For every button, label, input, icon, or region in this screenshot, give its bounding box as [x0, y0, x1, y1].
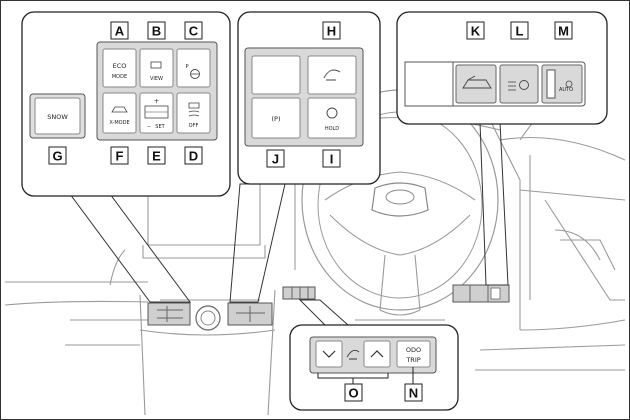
set-plus-label: + [154, 97, 159, 105]
callout-tag-j [266, 149, 285, 168]
camera-icon [150, 61, 162, 69]
callout-g-text: G [52, 149, 62, 164]
up-button [363, 340, 391, 368]
parking-p-label: P [185, 64, 188, 70]
chevron-down-icon [322, 350, 336, 358]
callout-tag-i [322, 149, 341, 168]
callout-tag-e [147, 146, 166, 165]
callout-tag-a [110, 21, 129, 40]
callout-i-text: I [330, 152, 334, 167]
door-button [455, 64, 497, 104]
callout-tag-f [110, 146, 129, 165]
x-mode-button [102, 92, 137, 134]
trip-label: TRIP [405, 356, 420, 364]
descent-off-button [176, 92, 211, 134]
x-mode-label: X-MODE [109, 120, 129, 126]
callout-a-text: A [115, 24, 125, 39]
chevron-up-icon [370, 350, 384, 358]
eco-mode-label: MODE [112, 74, 127, 80]
hand-icon [323, 69, 341, 81]
callout-tag-m [554, 21, 573, 40]
callout-tag-h [322, 21, 341, 40]
dash-switch-o [282, 286, 316, 300]
down-button [315, 340, 343, 368]
right-dash-switch [452, 284, 510, 303]
auto-dial-label: AUTO [559, 87, 573, 93]
panel-right-switches: AUTO K L M [396, 11, 608, 125]
callout-tag-g [48, 146, 67, 165]
hold-label: HOLD [325, 126, 339, 132]
brake-hold-icon [326, 107, 338, 119]
panel-bottom-switches: ODO TRIP O N [289, 324, 459, 411]
steering-hub [371, 182, 429, 217]
set-minus-label: − [147, 124, 151, 130]
callout-f-text: F [116, 149, 124, 164]
callout-j-text: J [272, 152, 279, 167]
callout-e-text: E [152, 149, 161, 164]
callout-tag-l [510, 21, 529, 40]
callout-m-text: M [558, 24, 569, 39]
callout-k-text: K [471, 24, 481, 39]
panel-left-switches: SNOW ECO MODE VIEW P X-MODE + SET − OFF [21, 11, 231, 197]
meter-icon [346, 349, 360, 360]
eco-mode-button [102, 48, 137, 88]
callout-h-text: H [327, 24, 336, 39]
panel-center-switches: (P) HOLD H J I [237, 11, 381, 185]
car-door-icon [462, 75, 492, 89]
shifter-knob [195, 305, 221, 331]
view-label: VIEW [150, 76, 163, 82]
hill-descent-icon [188, 102, 200, 117]
callout-tag-o [344, 383, 363, 402]
headlight-button [499, 64, 539, 104]
callout-tag-k [466, 21, 485, 40]
o-bracket [317, 373, 389, 384]
callout-o-text: O [348, 386, 358, 401]
car-icon [111, 106, 128, 113]
callout-b-text: B [152, 24, 161, 39]
callout-n-text: N [409, 386, 418, 401]
info-select-button [343, 341, 363, 367]
off-label: OFF [189, 123, 199, 129]
parking-brake-button [251, 97, 301, 139]
callout-l-text: L [516, 24, 524, 39]
callout-tag-c [184, 21, 203, 40]
callout-tag-d [184, 146, 203, 165]
callout-c-text: C [189, 24, 199, 39]
auto-headlight-icon [519, 80, 529, 90]
callout-tag-b [147, 21, 166, 40]
odo-label: ODO [406, 346, 421, 354]
parking-brake-label: (P) [272, 115, 281, 123]
parking-assist-button [176, 48, 211, 88]
callout-d-text: D [189, 149, 198, 164]
set-label: SET [155, 124, 165, 130]
callout-tag-n [404, 383, 423, 402]
headlight-icon [565, 80, 573, 88]
console-switch-left [147, 302, 191, 326]
blank-switch [251, 55, 301, 95]
eco-label: ECO [113, 62, 127, 70]
drive-mode-button [307, 55, 357, 95]
snow-label: SNOW [47, 113, 68, 121]
